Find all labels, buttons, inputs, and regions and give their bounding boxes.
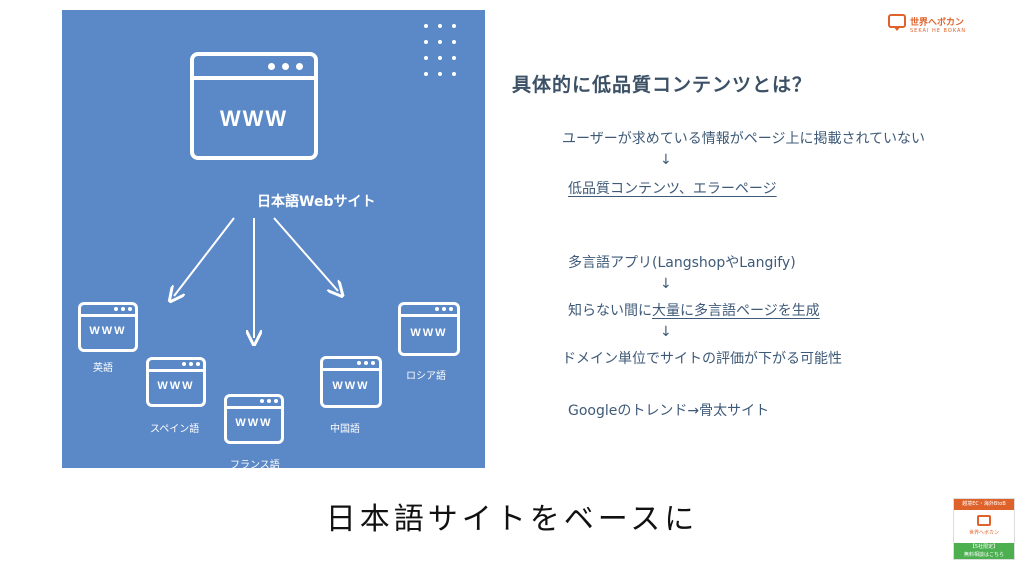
distribution-arrows bbox=[62, 217, 485, 468]
flow2-line3: ドメイン単位でサイトの評価が下がる可能性 bbox=[562, 351, 842, 367]
label-russian: ロシア語 bbox=[406, 371, 446, 382]
english-site-icon: WWW bbox=[78, 302, 138, 352]
badge-top-text: 越境EC・海外BtoB bbox=[954, 499, 1014, 510]
french-site-icon: WWW bbox=[224, 394, 284, 444]
illustration-panel: WWW 日本語Webサイト WWW 英語 WWW スペイン語 WWW bbox=[62, 10, 485, 471]
brand-logo: 世界へボカン bbox=[888, 14, 965, 31]
flow1-arrow: ↓ bbox=[660, 152, 672, 168]
label-french: フランス語 bbox=[230, 460, 280, 471]
main-site-www: WWW bbox=[219, 106, 289, 131]
flow2-line2: 知らない間に大量に多言語ページを生成 bbox=[568, 300, 820, 320]
russian-site-icon: WWW bbox=[398, 302, 460, 356]
chat-bubble-icon bbox=[977, 515, 991, 526]
decorative-dots bbox=[424, 24, 460, 76]
consultation-badge[interactable]: 越境EC・海外BtoB 世界へボカン 【5社限定】 無料相談はこちら bbox=[953, 498, 1015, 560]
google-trend-note: Googleのトレンド→骨太サイト bbox=[568, 403, 770, 419]
flow2-line2-prefix: 知らない間に bbox=[568, 303, 652, 319]
flow2-arrow1: ↓ bbox=[660, 276, 672, 292]
badge-cta-line2: 無料相談はこちら bbox=[963, 552, 1004, 558]
arrow-to-russian bbox=[273, 217, 338, 291]
label-english: 英語 bbox=[93, 363, 113, 374]
badge-brand-name: 世界へボカン bbox=[968, 530, 999, 536]
flow2-line1: 多言語アプリ(LangshopやLangify) bbox=[568, 255, 796, 271]
brand-subtitle: SEKAI HE BOKAN bbox=[910, 28, 967, 34]
subtitle-caption: 日本語サイトをベースに bbox=[325, 502, 699, 537]
chinese-site-icon: WWW bbox=[320, 356, 382, 408]
main-site-browser-icon: WWW bbox=[190, 52, 318, 160]
main-site-label: 日本語Webサイト bbox=[257, 194, 376, 210]
brand-name: 世界へボカン bbox=[910, 17, 965, 28]
badge-cta[interactable]: 【5社限定】 無料相談はこちら bbox=[954, 543, 1014, 559]
label-chinese: 中国語 bbox=[330, 424, 360, 435]
flow1-line1: ユーザーが求めている情報がページ上に掲載されていない bbox=[562, 131, 926, 147]
chat-bubble-icon bbox=[888, 14, 906, 31]
label-spanish: スペイン語 bbox=[150, 424, 200, 435]
badge-cta-line1: 【5社限定】 bbox=[969, 544, 999, 550]
spanish-site-icon: WWW bbox=[146, 357, 206, 407]
flow2-arrow2: ↓ bbox=[660, 324, 672, 340]
arrow-to-english bbox=[174, 217, 235, 296]
flow2-line2-underlined: 大量に多言語ページを生成 bbox=[652, 303, 820, 319]
slide-heading: 具体的に低品質コンテンツとは？ bbox=[512, 74, 813, 96]
flow1-line2: 低品質コンテンツ、エラーページ bbox=[568, 181, 777, 197]
